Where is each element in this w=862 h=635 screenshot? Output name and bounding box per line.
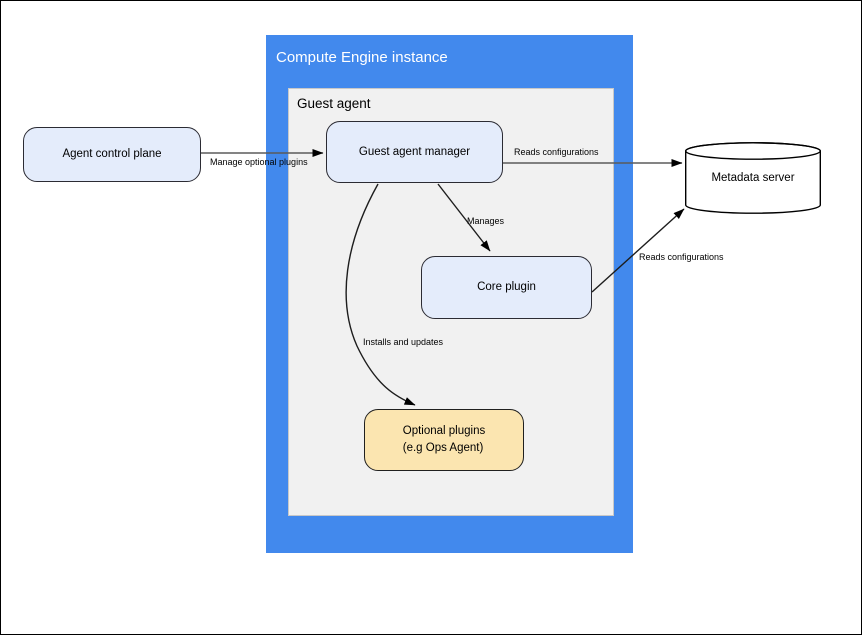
- container-guest-agent-label: Guest agent: [297, 96, 371, 111]
- node-metadata-server-label: Metadata server: [711, 172, 795, 184]
- container-compute-engine-instance-label: Compute Engine instance: [276, 49, 448, 66]
- cylinder-outline-icon: [684, 142, 822, 214]
- node-optional-plugins-label-line1: Optional plugins: [402, 425, 486, 437]
- node-guest-agent-manager: Guest agent manager: [326, 121, 503, 183]
- node-agent-control-plane-label: Agent control plane: [62, 148, 162, 160]
- node-optional-plugins-label-line2: (e.g Ops Agent): [402, 442, 484, 454]
- node-optional-plugins: Optional plugins (e.g Ops Agent): [364, 409, 524, 471]
- node-metadata-server: Metadata server: [684, 142, 822, 214]
- edge-label-manage-optional-plugins: Manage optional plugins: [210, 157, 308, 167]
- node-optional-plugins-label: Optional plugins (e.g Ops Agent): [403, 423, 485, 457]
- node-agent-control-plane: Agent control plane: [23, 127, 201, 182]
- edge-label-installs-and-updates: Installs and updates: [363, 337, 444, 347]
- node-core-plugin: Core plugin: [421, 256, 592, 319]
- node-core-plugin-label: Core plugin: [477, 281, 536, 293]
- node-guest-agent-manager-label: Guest agent manager: [358, 145, 471, 158]
- edge-label-reads-configurations-manager: Reads configurations: [514, 147, 599, 157]
- edge-label-reads-configurations-core: Reads configurations: [639, 252, 724, 262]
- edge-label-manages: Manages: [467, 216, 505, 226]
